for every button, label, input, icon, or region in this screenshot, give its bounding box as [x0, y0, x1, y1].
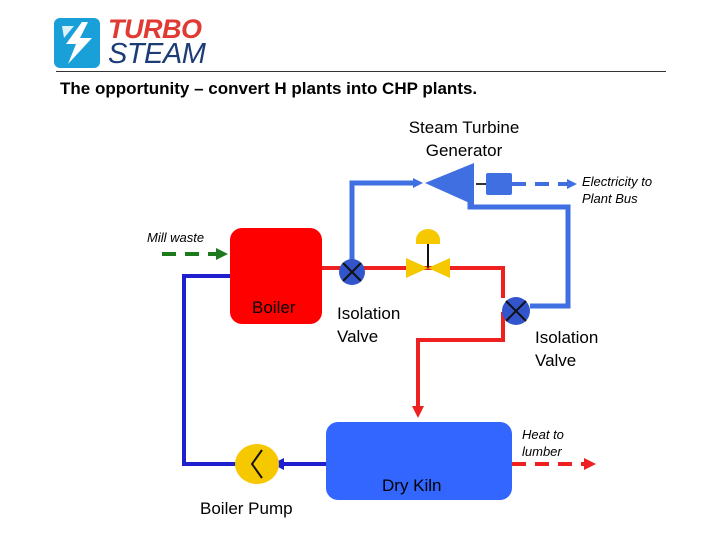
steam-turbine: [425, 163, 474, 205]
mill-waste-label: Mill waste: [147, 230, 205, 245]
steam-turbine-label-line2: Generator: [425, 141, 503, 160]
feedwater-line: [182, 274, 236, 466]
isolation-valve-1: [339, 259, 365, 285]
header-divider: [56, 71, 666, 72]
generator: [486, 173, 512, 195]
boiler-pump: [235, 444, 279, 484]
heat-label-line1: Heat to: [522, 427, 564, 442]
turbosteam-logo: TURBO STEAM: [52, 14, 212, 72]
isolation-valve-2-label-line1: Isolation: [535, 328, 599, 347]
heat-label-line2: lumber: [522, 444, 562, 459]
logo-text-steam: STEAM: [108, 38, 206, 70]
isolation-valve-1-label-line1: Isolation: [337, 304, 401, 323]
dry-kiln-label: Dry Kiln: [382, 476, 442, 495]
isolation-valve-2-label: Isolation Valve: [535, 326, 598, 372]
page-title: The opportunity – convert H plants into …: [60, 79, 478, 98]
boiler-vessel: [230, 228, 322, 324]
control-valve: [406, 229, 450, 278]
electricity-label-line2: Plant Bus: [582, 191, 638, 206]
turbine-exhaust-line: [467, 187, 571, 309]
hot-steam-line: [322, 266, 505, 298]
boiler-pump-label: Boiler Pump: [200, 499, 293, 518]
steam-turbine-label-line1: Steam Turbine: [408, 118, 520, 137]
isolation-valve-1-label: Isolation Valve: [337, 302, 400, 348]
heat-to-lumber-label: Heat to lumber: [522, 426, 564, 460]
boiler-label: Boiler: [252, 298, 296, 317]
electricity-label-line1: Electricity to: [582, 174, 653, 189]
logo-text-turbo: TURBO: [108, 14, 202, 44]
lightning-s-icon: [54, 18, 100, 68]
electricity-label: Electricity to Plant Bus: [582, 173, 652, 207]
steam-line-to-turbine: [349, 178, 423, 260]
steam-turbine-generator-label: Steam Turbine Generator: [384, 116, 544, 162]
kiln-supply-line: [412, 312, 505, 418]
isolation-valve-1-label-line2: Valve: [337, 327, 379, 346]
isolation-valve-2-label-line2: Valve: [535, 351, 577, 370]
dry-kiln-vessel: [326, 422, 512, 500]
isolation-valve-2: [502, 297, 530, 325]
